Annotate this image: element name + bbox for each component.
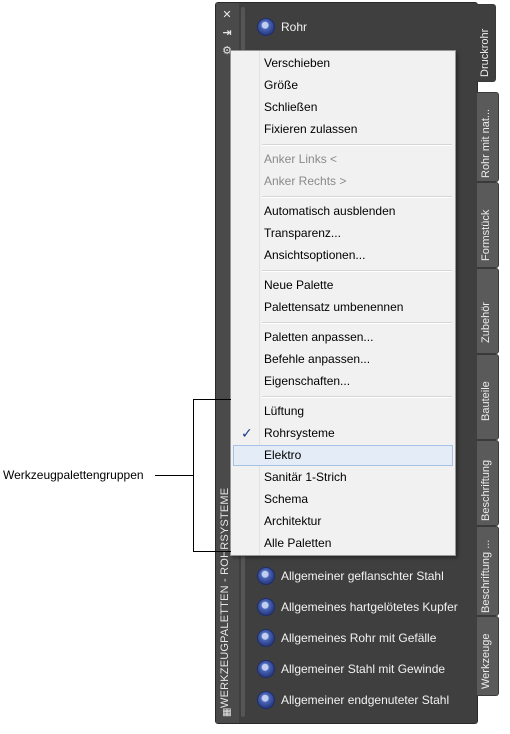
menu-item-label: Anker Links <: [264, 152, 338, 166]
menu-item-befehle-anpassen[interactable]: Befehle anpassen...: [233, 349, 453, 370]
tab-label: Druckrohr: [479, 28, 491, 77]
menu-item-elektro[interactable]: Elektro: [233, 445, 453, 466]
menu-item-anker-links[interactable]: Anker Links <: [233, 149, 453, 170]
tool-item-label: Rohr: [281, 20, 308, 34]
tab-werkzeuge[interactable]: Werkzeuge: [477, 616, 499, 696]
menu-item-verschieben[interactable]: Verschieben: [233, 53, 453, 74]
menu-item-label: Eigenschaften...: [264, 374, 351, 388]
menu-item-label: Automatisch ausblenden: [264, 204, 396, 218]
menu-item-ansichtsoptionen[interactable]: Ansichtsoptionen...: [233, 245, 453, 266]
pipe-tool-icon: [257, 18, 275, 36]
menu-item-sanitaer-1-strich[interactable]: Sanitär 1-Strich: [233, 467, 453, 488]
menu-separator: [262, 396, 452, 398]
tab-rohr-mit-nat[interactable]: Rohr mit nat...: [477, 92, 499, 182]
tool-item[interactable]: Allgemeiner geflanschter Stahl: [257, 561, 444, 591]
menu-item-label: Paletten anpassen...: [264, 330, 374, 344]
auto-hide-icon[interactable]: ⇥: [222, 27, 232, 39]
pipe-tool-icon: [257, 691, 275, 709]
palette-tabs: Druckrohr Rohr mit nat... Formstück Zube…: [476, 4, 499, 720]
menu-item-label: Neue Palette: [264, 278, 334, 292]
tab-label: Rohr mit nat...: [480, 108, 492, 178]
menu-item-label: Palettensatz umbenennen: [264, 300, 404, 314]
menu-item-palettensatz-umbenennen[interactable]: Palettensatz umbenennen: [233, 297, 453, 318]
tab-formstueck[interactable]: Formstück: [477, 182, 499, 268]
tool-item-label: Allgemeines hartgelötetes Kupfer: [281, 600, 458, 614]
tab-label: Bauteile: [480, 381, 492, 421]
menu-separator: [262, 196, 452, 198]
menu-item-anker-rechts[interactable]: Anker Rechts >: [233, 171, 453, 192]
menu-separator: [262, 322, 452, 324]
menu-item-eigenschaften[interactable]: Eigenschaften...: [233, 371, 453, 392]
callout-leader-line: [155, 475, 194, 476]
callout-label: Werkzeugpalettengruppen: [3, 468, 144, 482]
menu-item-label: Verschieben: [264, 56, 331, 70]
menu-item-automatisch-ausblenden[interactable]: Automatisch ausblenden: [233, 201, 453, 222]
menu-item-lueftung[interactable]: Lüftung: [233, 401, 453, 422]
tool-item[interactable]: Allgemeiner endgenuteter Stahl: [257, 685, 449, 715]
tab-bauteile[interactable]: Bauteile: [477, 354, 499, 440]
tab-druckrohr[interactable]: Druckrohr: [476, 4, 496, 82]
pipe-tool-icon: [257, 660, 275, 678]
palette-context-menu: Verschieben Größe Schließen Fixieren zul…: [230, 50, 456, 556]
tab-label: Werkzeuge: [480, 633, 492, 689]
menu-item-label: Schließen: [264, 100, 318, 114]
tab-label: Formstück: [480, 209, 492, 261]
tab-zubehoer[interactable]: Zubehör: [477, 268, 499, 354]
menu-item-schema[interactable]: Schema: [233, 489, 453, 510]
tool-item[interactable]: Rohr: [257, 12, 307, 42]
pipe-tool-icon: [257, 598, 275, 616]
menu-gutter: [231, 51, 260, 555]
menu-item-label: Ansichtsoptionen...: [264, 248, 366, 262]
menu-item-fixieren-zulassen[interactable]: Fixieren zulassen: [233, 119, 453, 140]
tab-label: Beschriftung: [480, 459, 492, 521]
palette-menu-icon[interactable]: ▦: [222, 707, 232, 718]
menu-item-neue-palette[interactable]: Neue Palette: [233, 275, 453, 296]
tab-label: Beschriftung ...: [480, 539, 492, 613]
properties-icon[interactable]: ⚙: [222, 45, 232, 57]
menu-item-label: Anker Rechts >: [264, 174, 347, 188]
tool-item-label: Allgemeiner Stahl mit Gewinde: [281, 662, 446, 676]
menu-item-label: Lüftung: [264, 404, 305, 418]
checkmark-icon: ✓: [241, 425, 253, 441]
menu-item-transparenz[interactable]: Transparenz...: [233, 223, 453, 244]
menu-item-label: Alle Paletten: [264, 536, 332, 550]
menu-item-label: Fixieren zulassen: [264, 122, 358, 136]
callout-bracket-top: [193, 399, 231, 400]
menu-separator: [262, 270, 452, 272]
tool-item[interactable]: Allgemeines Rohr mit Gefälle: [257, 623, 436, 653]
menu-item-label: Schema: [264, 492, 309, 506]
menu-item-label: Rohrsysteme: [264, 426, 335, 440]
tool-item[interactable]: Allgemeiner Stahl mit Gewinde: [257, 654, 445, 684]
tab-label: Zubehör: [480, 302, 492, 343]
menu-item-groesse[interactable]: Größe: [233, 75, 453, 96]
close-icon[interactable]: ✕: [222, 9, 232, 21]
menu-item-label: Größe: [264, 78, 299, 92]
tab-beschriftung[interactable]: Beschriftung: [477, 440, 499, 526]
tool-item-label: Allgemeiner endgenuteter Stahl: [281, 693, 450, 707]
tool-item-label: Allgemeiner geflanschter Stahl: [281, 569, 444, 583]
menu-item-label: Elektro: [264, 448, 302, 462]
menu-item-label: Sanitär 1-Strich: [264, 470, 347, 484]
callout-bracket-bottom: [193, 551, 231, 552]
menu-separator: [262, 144, 452, 146]
tab-beschriftung-2[interactable]: Beschriftung ...: [477, 526, 499, 616]
menu-item-label: Architektur: [264, 514, 322, 528]
callout-bracket-vertical: [193, 399, 194, 552]
pipe-tool-icon: [257, 567, 275, 585]
tool-item[interactable]: Allgemeines hartgelötetes Kupfer: [257, 592, 458, 622]
tool-item-label: Allgemeines Rohr mit Gefälle: [281, 631, 437, 645]
menu-item-label: Transparenz...: [264, 226, 341, 240]
menu-item-paletten-anpassen[interactable]: Paletten anpassen...: [233, 327, 453, 348]
menu-item-alle-paletten[interactable]: Alle Paletten: [233, 533, 453, 554]
menu-item-rohrsysteme[interactable]: ✓ Rohrsysteme: [233, 423, 453, 444]
menu-item-schliessen[interactable]: Schließen: [233, 97, 453, 118]
menu-item-architektur[interactable]: Architektur: [233, 511, 453, 532]
pipe-tool-icon: [257, 629, 275, 647]
menu-item-label: Befehle anpassen...: [264, 352, 371, 366]
